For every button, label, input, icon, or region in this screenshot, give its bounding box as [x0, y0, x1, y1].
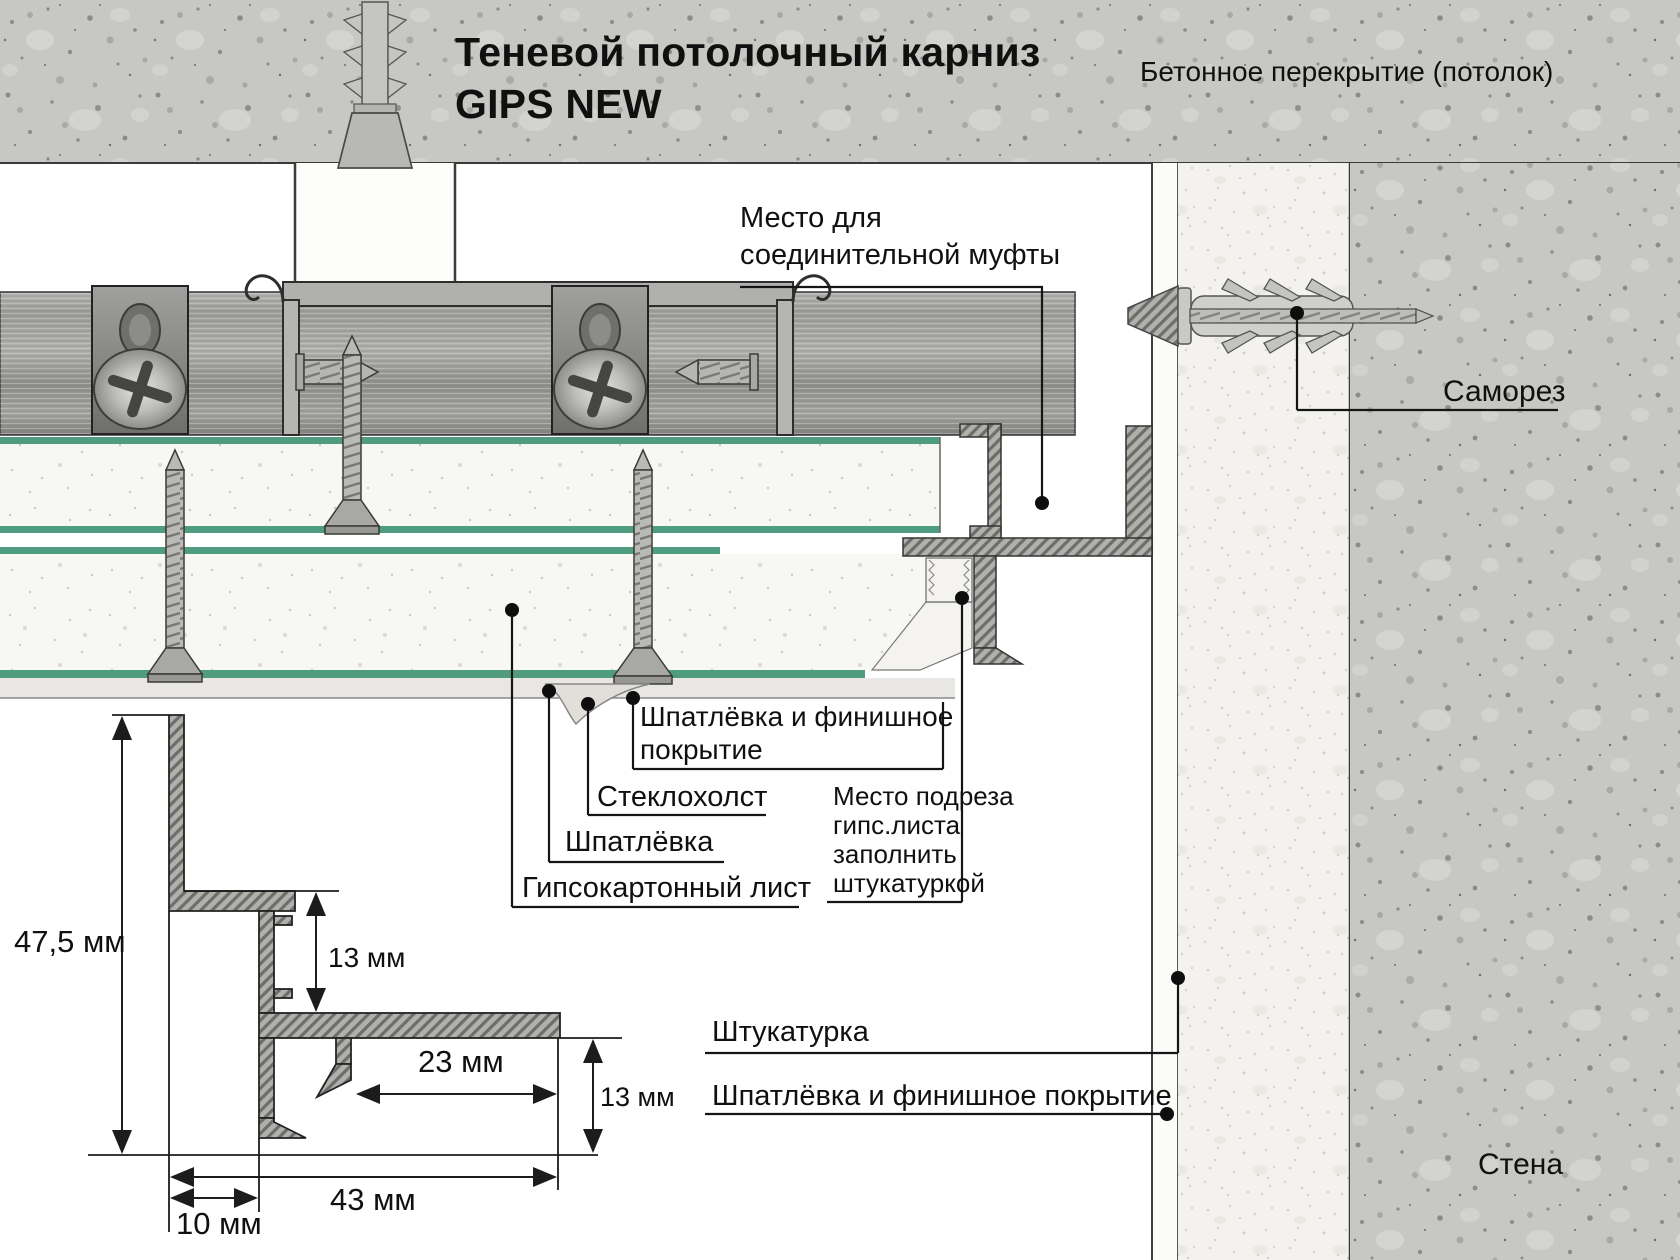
dim-shadow-height: 13 мм — [600, 1082, 675, 1112]
page-title: Теневой потолочный карниз GIPS NEW — [455, 26, 1040, 130]
drywall-screw-3 — [612, 448, 674, 685]
wall-screw-shaft — [1189, 308, 1435, 324]
extension-lines — [88, 714, 622, 1232]
dim-total-width: 43 мм — [330, 1182, 416, 1217]
ceiling-anchor — [336, 1, 414, 169]
profile-clip-left — [91, 285, 189, 435]
dimension-lines — [112, 716, 603, 1208]
label-cut-line4: штукатуркой — [833, 868, 985, 899]
label-cut-line3: заполнить — [833, 839, 957, 870]
cut-filled-plaster — [870, 557, 973, 671]
cornice-flange — [902, 537, 1153, 557]
dim-wall-offset: 10 мм — [176, 1206, 262, 1241]
label-drywall-sheet: Гипсокартонный лист — [522, 872, 811, 904]
anchor-wedge — [336, 112, 414, 169]
page-title-line1: Теневой потолочный карниз — [455, 29, 1041, 75]
drywall-board-bottom — [0, 547, 955, 699]
label-screw: Саморез — [1443, 375, 1566, 408]
dim-total-height: 47,5 мм — [14, 924, 126, 959]
leader-dots — [505, 306, 1304, 1121]
label-cut-line1: Место подреза — [833, 781, 1014, 811]
label-finish-bottom: Шпатлёвка и финишное покрытие — [712, 1080, 1172, 1112]
label-coupling-line1: Место для — [740, 202, 882, 234]
label-finish-top-line1: Шпатлёвка и финишное — [640, 701, 954, 732]
cornice-wall-leg — [1125, 425, 1153, 557]
ceiling-slab — [0, 0, 1680, 164]
dim-slot-height: 13 мм — [328, 942, 406, 973]
label-fiberglass: Стеклохолст — [597, 781, 768, 813]
label-cut-line2: гипс.листа — [833, 810, 961, 841]
label-plaster: Штукатурка — [712, 1016, 869, 1048]
page-title-line2: GIPS NEW — [455, 81, 662, 128]
hanger-strap — [293, 163, 457, 300]
label-ceiling-slab: Бетонное перекрытие (потолок) — [1140, 56, 1554, 87]
dim-inner-width: 23 мм — [418, 1044, 504, 1079]
leader-lines — [510, 285, 1558, 1116]
cornice-shadow-edge — [973, 555, 997, 649]
label-cut-place: Место подреза гипс.листа заполнить штука… — [833, 781, 1014, 899]
label-coupling-line2: соединительной муфты — [740, 239, 1061, 272]
screw-horizontal-right — [674, 353, 759, 391]
phillips-screw-right — [553, 348, 647, 430]
label-wall: Стена — [1478, 1148, 1564, 1181]
profile-section-drawing — [88, 714, 622, 1232]
drywall-screw-1 — [146, 448, 204, 683]
phillips-screw-left — [93, 348, 187, 430]
drywall-board-top — [0, 437, 941, 533]
putty-bump — [544, 683, 651, 726]
connector-slot-piece — [959, 423, 1002, 539]
wall-concrete — [1350, 163, 1680, 1260]
label-finish-top: Шпатлёвка и финишное покрытие — [640, 700, 953, 766]
spring-bracket — [244, 274, 832, 436]
profile-clip-right — [551, 285, 649, 435]
label-putty: Шпатлёвка — [565, 826, 714, 858]
wall-dowel — [1127, 278, 1435, 354]
label-coupling-place: Место для соединительной муфты — [740, 200, 1060, 274]
label-finish-top-line2: покрытие — [640, 734, 763, 766]
drywall-screw-2 — [323, 334, 381, 535]
cornice-profile — [902, 423, 1153, 665]
